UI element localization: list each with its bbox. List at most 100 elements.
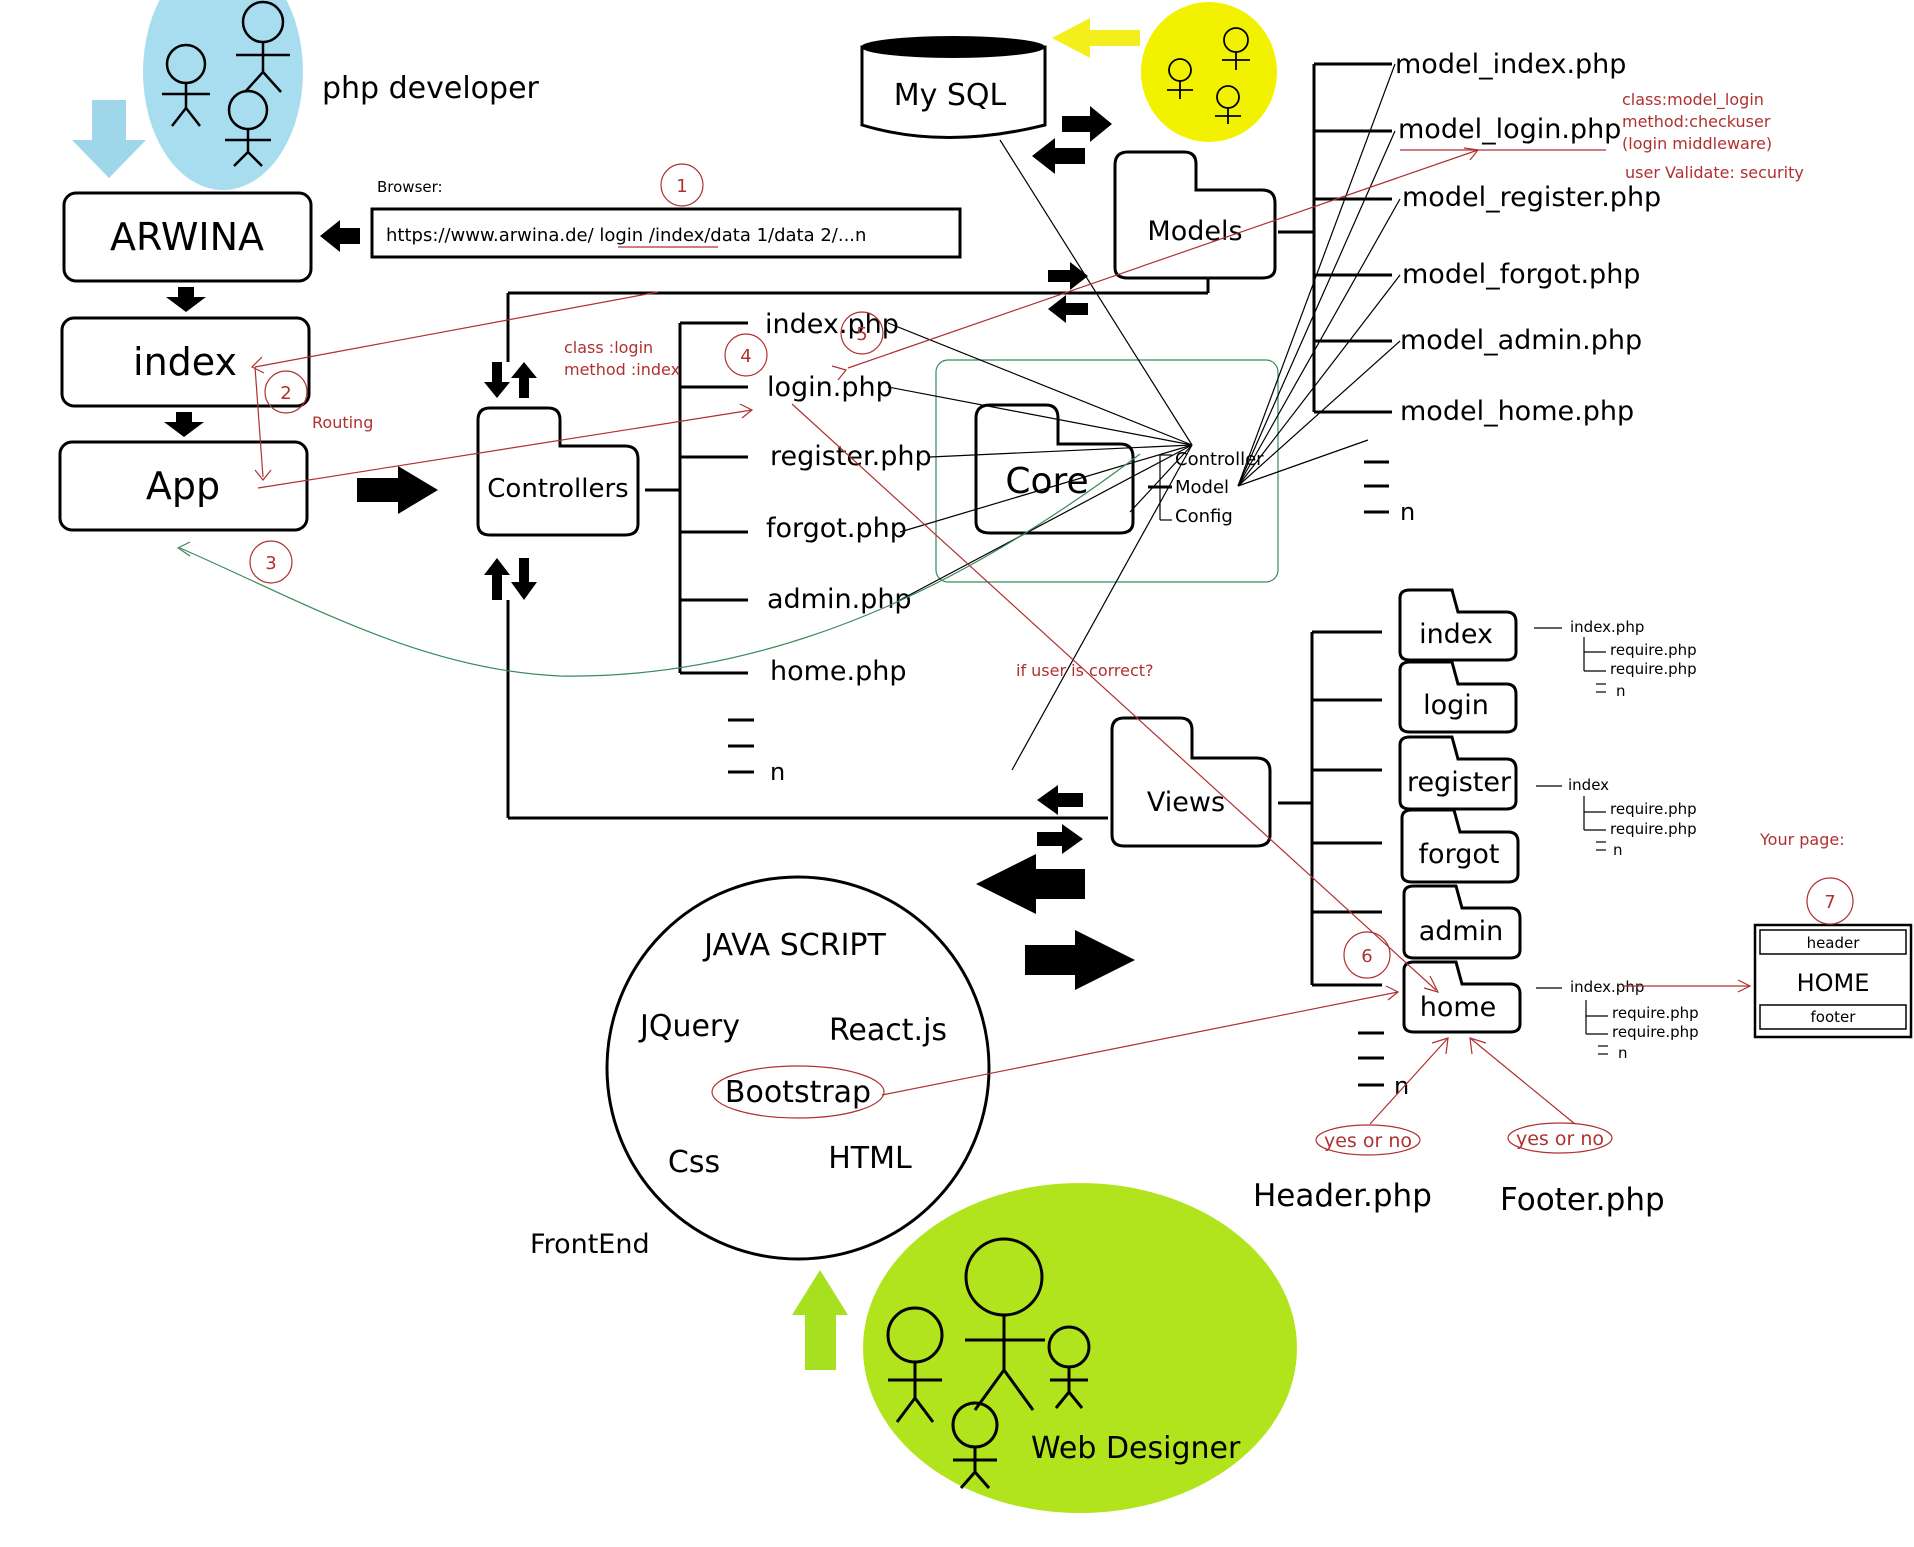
view-register-tree-2: require.php (1610, 800, 1697, 818)
designer-stick-figures-icon (886, 1237, 1091, 1489)
web-designer-label: Web Designer (1031, 1431, 1241, 1466)
model-file-3: model_register.php (1402, 182, 1661, 213)
red-arrowhead-bootstrap-icon (1385, 985, 1400, 1001)
footer-php-label: Footer.php (1500, 1182, 1665, 1218)
red-arrowhead-modellogin-icon (1463, 147, 1480, 161)
view-folder-forgot: forgot (1400, 808, 1520, 884)
step-4: 4 (740, 346, 751, 367)
red-arrowhead-homepage-icon (1737, 979, 1752, 993)
url-bar (370, 207, 962, 259)
method-index-note: method :index (564, 360, 680, 379)
mysql-team-bubble (1141, 2, 1277, 142)
view-folder-register-label: register (1407, 767, 1512, 798)
model-file-5: model_admin.php (1400, 325, 1642, 356)
index-box (60, 316, 311, 408)
app-box-label: App (146, 464, 220, 508)
view-folder-index-label: index (1419, 619, 1493, 650)
view-folder-index: index (1398, 588, 1518, 662)
controller-file-4: forgot.php (766, 513, 907, 544)
your-page-label: Your page: (1759, 830, 1845, 849)
models-label: Models (1147, 216, 1242, 247)
home-page-footer-bar (1759, 1004, 1907, 1030)
controller-file-1: index.php (765, 309, 899, 340)
controller-file-2: login.php (767, 372, 893, 403)
model-file-branches (1314, 62, 1392, 414)
class-login-note: class :login (564, 338, 653, 357)
yes-no-oval-1 (1315, 1124, 1421, 1156)
frontend-item-react: React.js (829, 1013, 947, 1048)
view-home-tree-4: n (1618, 1044, 1628, 1062)
view-folder-branches (1312, 630, 1382, 987)
arrow-bus-right-icon (1048, 262, 1088, 290)
views-label: Views (1147, 787, 1225, 818)
view-folder-home: home (1402, 960, 1522, 1034)
model-file-4: model_forgot.php (1402, 259, 1640, 290)
frontend-circle (605, 875, 991, 1261)
step-5: 5 (856, 324, 867, 345)
view-folder-admin: admin (1402, 884, 1522, 960)
step-circles (249, 163, 1854, 979)
arrow-app-to-controllers-icon (357, 466, 438, 514)
controller-file-branches (680, 321, 748, 675)
view-index-tree-3: require.php (1610, 660, 1697, 678)
view-home-tree-1: index.php (1570, 978, 1644, 996)
view-folder-home-label: home (1420, 992, 1497, 1023)
yellow-left-arrow-icon (1052, 18, 1140, 58)
red-arrowhead-home-icon (1423, 975, 1440, 993)
models-more-marker (1364, 460, 1389, 514)
bootstrap-oval (711, 1065, 885, 1119)
model-note-4: user Validate: security (1625, 163, 1804, 182)
view-home-tree (1536, 987, 1608, 1055)
arrow-url-to-arwina-icon (320, 220, 360, 252)
model-note-3: (login middleware) (1622, 134, 1772, 153)
view-index-tree (1534, 627, 1606, 693)
view-register-tree-4: n (1613, 841, 1623, 859)
arrow-views-to-bus-icon (1037, 785, 1083, 815)
model-note-2: method:checkuser (1622, 112, 1771, 131)
frontend-item-jquery: JQuery (638, 1009, 740, 1044)
routing-label: Routing (312, 413, 373, 432)
browser-label: Browser: (377, 178, 443, 196)
mysql-team-stick-figures-icon (1167, 27, 1250, 124)
arrow-bus-to-views-icon (1037, 824, 1083, 854)
core-item-1: Controller (1175, 449, 1264, 470)
frontend-label: FrontEnd (530, 1229, 650, 1260)
green-return-line (179, 453, 1141, 677)
green-arrowhead-icon (176, 541, 191, 557)
step-6: 6 (1361, 946, 1372, 967)
footer-to-home-line (1469, 1037, 1576, 1125)
controller-file-5: admin.php (767, 584, 912, 615)
view-folder-forgot-label: forgot (1419, 839, 1500, 870)
arrow-to-mysql-icon (1032, 138, 1085, 174)
step-1: 1 (676, 176, 687, 197)
arrow-frontend-to-views-icon (1025, 930, 1135, 990)
php-developer-label: php developer (322, 71, 540, 106)
url-text: https://www.arwina.de/ login /index/data… (386, 225, 866, 246)
view-folder-login: login (1398, 660, 1518, 734)
arwina-label: ARWINA (110, 215, 264, 259)
model-note-1: class:model_login (1622, 90, 1764, 110)
views-more-marker (1358, 1031, 1384, 1087)
core-item-3: Config (1175, 506, 1233, 527)
developer-stick-figures-icon (162, 0, 290, 167)
yes-or-no-1: yes or no (1324, 1130, 1412, 1152)
arrow-bus-left-icon (1048, 295, 1088, 323)
web-designer-bubble (863, 1183, 1297, 1513)
blue-down-arrow-icon (72, 100, 146, 178)
core-folder-icon (974, 403, 1135, 535)
app-box (58, 440, 309, 532)
home-page-header-bar (1759, 929, 1907, 955)
model-file-6: model_home.php (1400, 396, 1634, 427)
view-folder-login-label: login (1423, 690, 1489, 721)
red-flow-lines (254, 149, 1750, 1096)
view-index-tree-2: require.php (1610, 641, 1697, 659)
header-php-label: Header.php (1253, 1178, 1432, 1214)
core-group-frame (935, 359, 1279, 583)
controllers-folder-icon (476, 406, 640, 537)
core-to-controllers-lines (887, 139, 1193, 771)
step-7: 7 (1824, 892, 1835, 913)
view-index-tree-1: index.php (1570, 618, 1644, 636)
view-home-tree-2: require.php (1612, 1004, 1699, 1022)
step-2: 2 (280, 383, 291, 404)
mysql-label: My SQL (894, 78, 1007, 113)
